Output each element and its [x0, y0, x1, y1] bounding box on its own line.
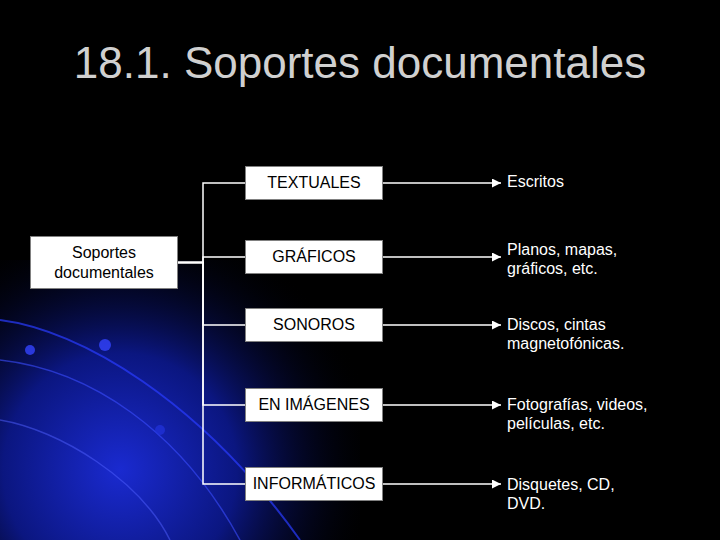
- node-label: TEXTUALES: [267, 173, 360, 192]
- text-stack: Disquetes, CD, DVD.: [507, 475, 648, 513]
- arrow-connector: [383, 483, 501, 485]
- node-label: Soportes documentales: [37, 243, 171, 281]
- category-box: INFORMÁTICOS: [245, 467, 383, 501]
- text-stack: INFORMÁTICOS: [253, 474, 376, 493]
- node-label: Disquetes, CD, DVD.: [507, 475, 648, 513]
- node-label: EN IMÁGENES: [258, 395, 369, 414]
- text-stack: Soportes documentales: [37, 243, 171, 281]
- tree-connector: [178, 183, 245, 263]
- tree-connector: [178, 263, 245, 485]
- text-stack: EN IMÁGENES: [258, 395, 369, 414]
- text-stack: Planos, mapas, gráficos, etc.: [507, 240, 648, 278]
- text-stack: Fotografías, videos, películas, etc.: [507, 395, 648, 433]
- node-label: Planos, mapas, gráficos, etc.: [507, 240, 648, 278]
- text-stack: GRÁFICOS: [272, 247, 356, 266]
- node-label: GRÁFICOS: [272, 247, 356, 266]
- slide-title: 18.1. Soportes documentales: [0, 38, 720, 88]
- category-box: TEXTUALES: [245, 166, 383, 200]
- tree-connector: [178, 263, 245, 326]
- tree-connector: [178, 263, 245, 406]
- category-box: Soportes documentales: [30, 236, 178, 289]
- arrow-connector: [383, 182, 501, 184]
- example-text: Disquetes, CD, DVD.: [505, 473, 650, 518]
- example-text: Fotografías, videos, películas, etc.: [505, 393, 650, 438]
- category-box: EN IMÁGENES: [245, 388, 383, 422]
- example-text: Discos, cintas magnetofónicas.: [505, 313, 650, 358]
- node-label: INFORMÁTICOS: [253, 474, 376, 493]
- tree-connector: [178, 257, 245, 263]
- arrow-connector: [383, 256, 501, 258]
- text-stack: SONOROS: [273, 315, 355, 334]
- text-stack: Escritos: [507, 172, 653, 191]
- arrow-connector: [383, 324, 501, 326]
- text-stack: TEXTUALES: [267, 173, 360, 192]
- example-text: Planos, mapas, gráficos, etc.: [505, 238, 650, 283]
- node-label: Escritos: [507, 172, 653, 191]
- example-text: Escritos: [505, 170, 655, 196]
- category-box: GRÁFICOS: [245, 240, 383, 274]
- node-label: SONOROS: [273, 315, 355, 334]
- node-label: Discos, cintas magnetofónicas.: [507, 315, 648, 353]
- arrow-connector: [383, 404, 501, 406]
- text-stack: Discos, cintas magnetofónicas.: [507, 315, 648, 353]
- node-label: Fotografías, videos, películas, etc.: [507, 395, 648, 433]
- category-box: SONOROS: [245, 308, 383, 342]
